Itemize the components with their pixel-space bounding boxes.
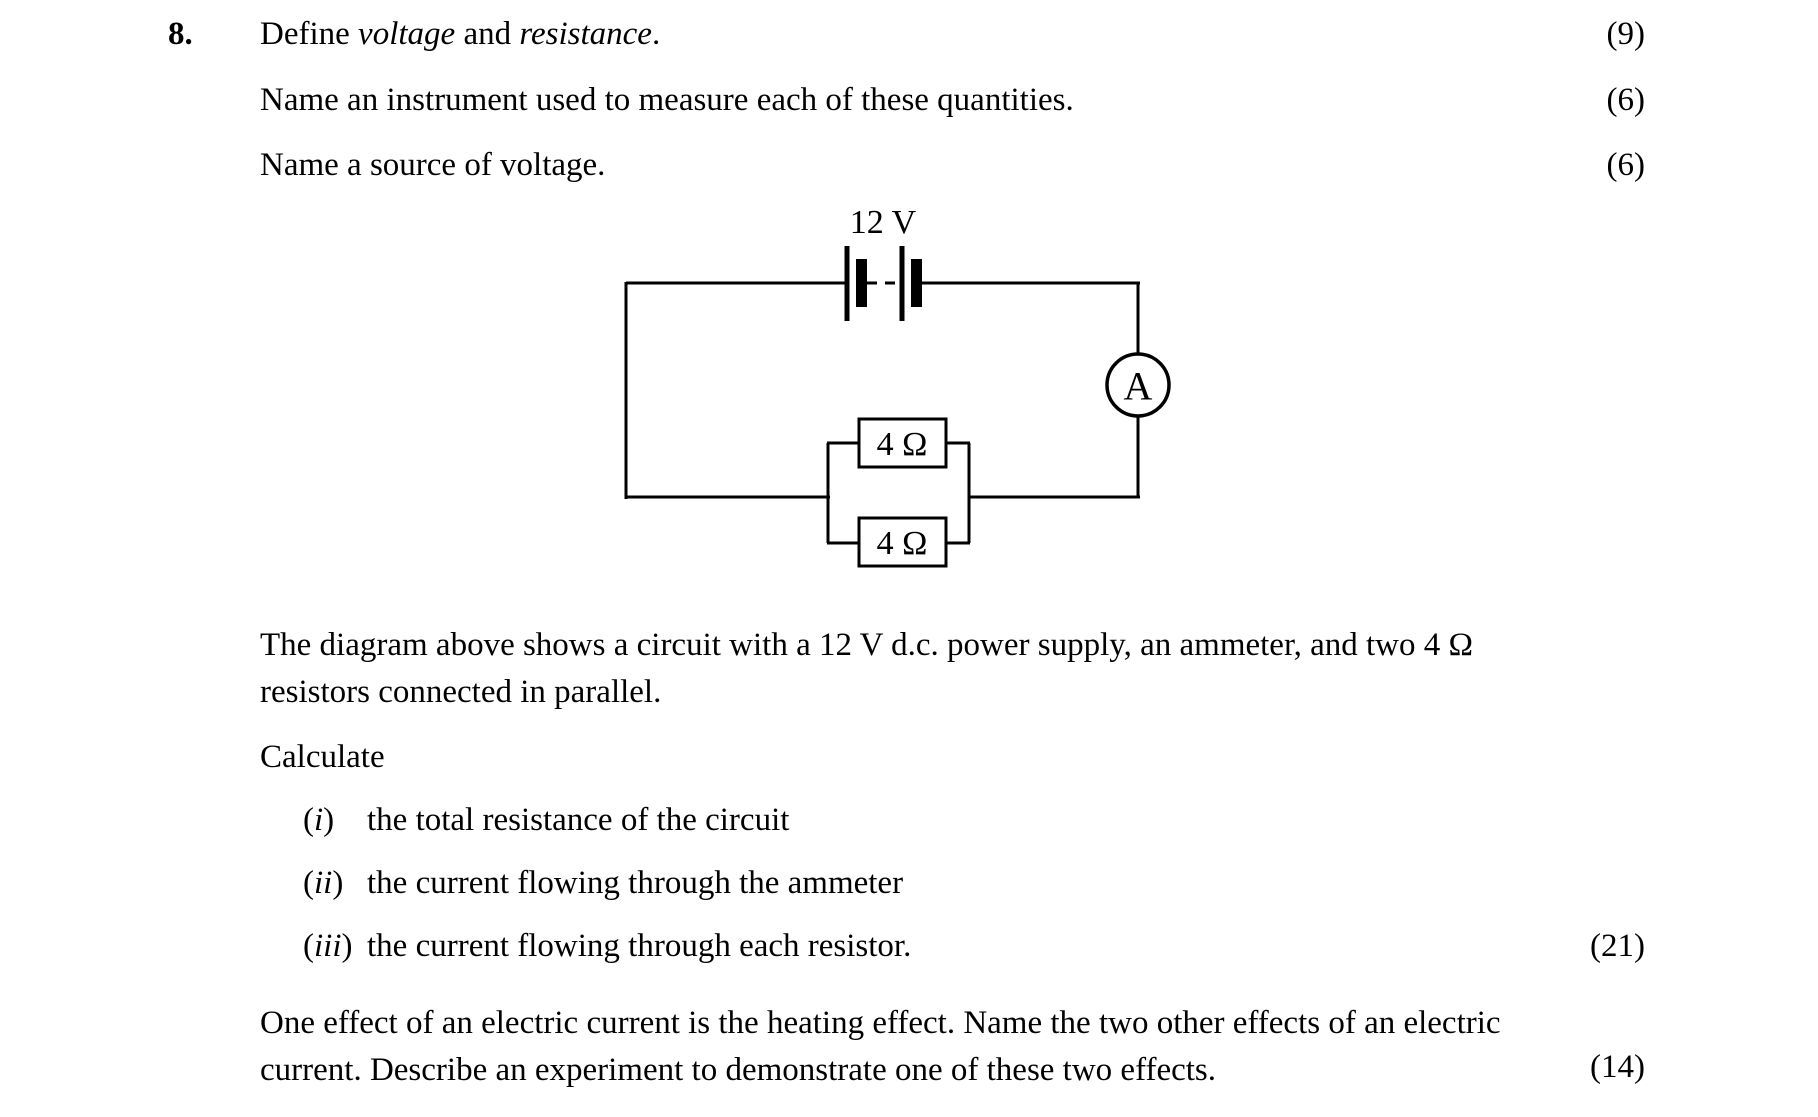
- battery-voltage-label: 12 V: [850, 204, 917, 241]
- calculate-heading: Calculate: [260, 739, 385, 775]
- item-marker: (i): [303, 800, 367, 840]
- ammeter-symbol: A: [1105, 352, 1171, 418]
- item-text: the current flowing through the ammeter: [367, 865, 904, 901]
- list-item-iii: (iii)the current flowing through each re…: [303, 926, 911, 966]
- italic-term-voltage: voltage: [358, 16, 456, 52]
- italic-term-resistance: resistance: [519, 16, 652, 52]
- prompt-define-voltage-resistance: Define voltage and resistance.: [260, 14, 660, 54]
- description-line-1: The diagram above shows a circuit with a…: [260, 627, 1474, 663]
- closing-line-1: One effect of an electric current is the…: [260, 1005, 1501, 1041]
- marks-badge: (6): [1606, 147, 1645, 183]
- item-text: the total resistance of the circuit: [367, 802, 790, 838]
- marks-badge: (6): [1606, 82, 1645, 118]
- ammeter-label: A: [1124, 364, 1153, 409]
- question-number: 8.: [168, 16, 193, 52]
- text-run: (: [303, 865, 314, 901]
- closing-line-2: current. Describe an experiment to demon…: [260, 1052, 1217, 1088]
- marks-badge: (21): [1590, 928, 1645, 964]
- marks-badge: (9): [1606, 16, 1645, 52]
- resistor-top-label: 4 Ω: [877, 426, 928, 463]
- ammeter-circle: [1105, 352, 1171, 418]
- text-run: ): [341, 928, 353, 964]
- text-run: Define: [260, 16, 359, 52]
- resistor-bottom-label: 4 Ω: [877, 525, 928, 562]
- description-line-2: resistors connected in parallel.: [260, 674, 662, 710]
- diagram-description: The diagram above shows a circuit with a…: [260, 622, 1473, 716]
- prompt-name-source: Name a source of voltage.: [260, 147, 606, 183]
- item-marker: (ii): [303, 863, 367, 903]
- item-numeral: i: [314, 802, 324, 838]
- item-numeral: iii: [314, 928, 342, 964]
- text-run: and: [455, 16, 520, 52]
- parallel-resistor-network: 4 Ω 4 Ω: [826, 417, 971, 568]
- battery-short-terminal-2: [911, 259, 922, 307]
- item-numeral: ii: [314, 865, 333, 901]
- closing-paragraph: One effect of an electric current is the…: [260, 1000, 1501, 1094]
- text-run: (: [303, 802, 314, 838]
- circuit-diagram: 12 V A 4 Ω 4 Ω: [624, 204, 1171, 568]
- resistor-box-bottom: [857, 516, 948, 568]
- item-marker: (iii): [303, 926, 367, 966]
- prompt-name-instrument: Name an instrument used to measure each …: [260, 82, 1074, 118]
- list-item-ii: (ii)the current flowing through the amme…: [303, 863, 903, 903]
- text-run: ): [332, 865, 344, 901]
- resistor-box-top: [857, 417, 948, 469]
- list-item-i: (i)the total resistance of the circuit: [303, 800, 789, 840]
- marks-badge: (14): [1590, 1049, 1645, 1085]
- text-run: .: [651, 16, 661, 52]
- item-text: the current flowing through each resisto…: [367, 928, 912, 964]
- text-run: (: [303, 928, 314, 964]
- text-run: ): [323, 802, 335, 838]
- battery-symbol: [844, 246, 922, 321]
- battery-short-terminal-1: [856, 259, 867, 307]
